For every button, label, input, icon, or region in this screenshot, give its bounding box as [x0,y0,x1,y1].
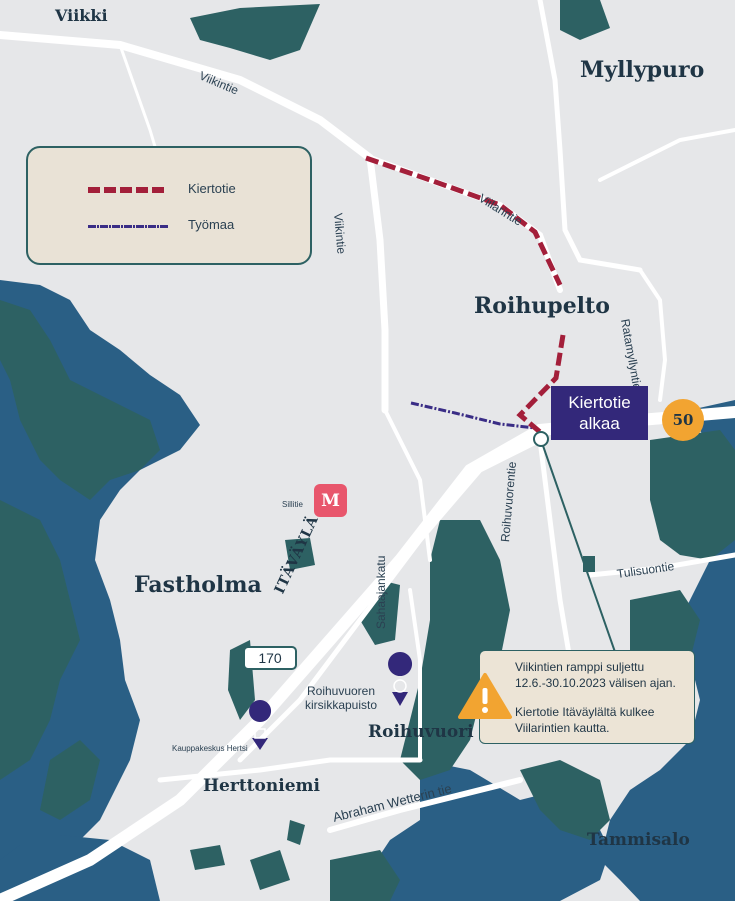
road-viilarintie [367,155,563,293]
notice-line4: Viilarintien kautta. [515,721,610,735]
road-tulisuontie [587,552,735,578]
notice-line3: Kiertotie Itäväylältä kulkee [515,705,655,719]
road-ratamyllyntie [638,268,668,402]
forest-southwest [40,740,100,820]
detour-start-line2: alkaa [579,414,620,433]
street-label-sillitie: Sillitie [282,500,303,509]
poi-label-kirsikkapuisto: Roihuvuoren kirsikkapuisto [305,684,378,712]
road-east-top [598,128,735,182]
notice-box: Viikintien ramppi suljettu 12.6.-30.10.2… [479,650,695,744]
forest-west-lower [0,500,80,780]
detour-route [365,155,563,287]
forest-small-4 [190,845,225,870]
detour-start-line1: Kiertotie [568,393,631,412]
detour-route-2 [516,334,566,434]
notice-pointer-line [540,439,616,653]
legend-label-tyomaa: Työmaa [188,217,235,232]
forest-top-right [560,0,610,40]
route-170-badge: 170 [243,646,297,670]
road-abraham [327,777,523,833]
legend-swatch-detour [88,187,168,193]
detour-start-box: Kiertotie alkaa [551,386,648,440]
forest-south-center [330,850,400,901]
notice-line2: 12.6.-30.10.2023 välisen ajan. [515,676,676,690]
forest-small-6 [250,850,290,890]
route-50-badge: 50 [662,399,704,441]
worksite-flag [583,556,595,572]
road-herttoniemi [157,757,423,783]
road-viikintie-top [0,31,374,162]
road-itavayla-2 [237,437,543,763]
forest-small-1 [285,538,315,570]
area-label-tammisalo: Tammisalo [587,830,690,850]
worksite-line [410,401,536,430]
detour-start-marker [533,431,549,447]
road-local-2 [383,408,432,562]
notice-line1: Viikintien ramppi suljettu [515,660,645,674]
forest-south-right [520,760,610,840]
area-label-herttoniemi: Herttoniemi [203,776,320,796]
road-myllypuro [537,0,643,273]
legend: Kiertotie Työmaa [26,146,312,265]
metro-icon: M [314,484,347,517]
forest-top [190,4,320,60]
water-east [600,400,735,901]
road-sahaaja [408,588,422,762]
legend-label-kiertotie: Kiertotie [188,181,236,196]
warning-icon [458,673,512,719]
kirsikkapuisto-pin-icon [388,652,413,706]
area-label-roihuvuori: Roihuvuori [368,722,474,742]
forest-small-5 [287,820,305,845]
area-label-myllypuro: Myllypuro [580,57,705,83]
forest-roihuvuori [400,520,510,780]
forest-small-2 [360,580,400,645]
area-label-fastholma: Fastholma [134,572,262,598]
area-label-roihupelto: Roihupelto [474,293,610,319]
forest-west-island [0,300,160,500]
poi-label-kauppakeskus: Kauppakeskus Hertsi [172,744,248,753]
street-label-sahaajankatu: Sahaajankatu [374,555,388,629]
area-label-viikki: Viikki [55,6,108,25]
forest-east-1 [650,430,735,560]
road-viikintie-vertical [366,154,389,414]
road-roihuvuorentie [537,437,573,663]
shopping-pin-icon [249,700,272,750]
legend-swatch-worksite [88,225,168,228]
